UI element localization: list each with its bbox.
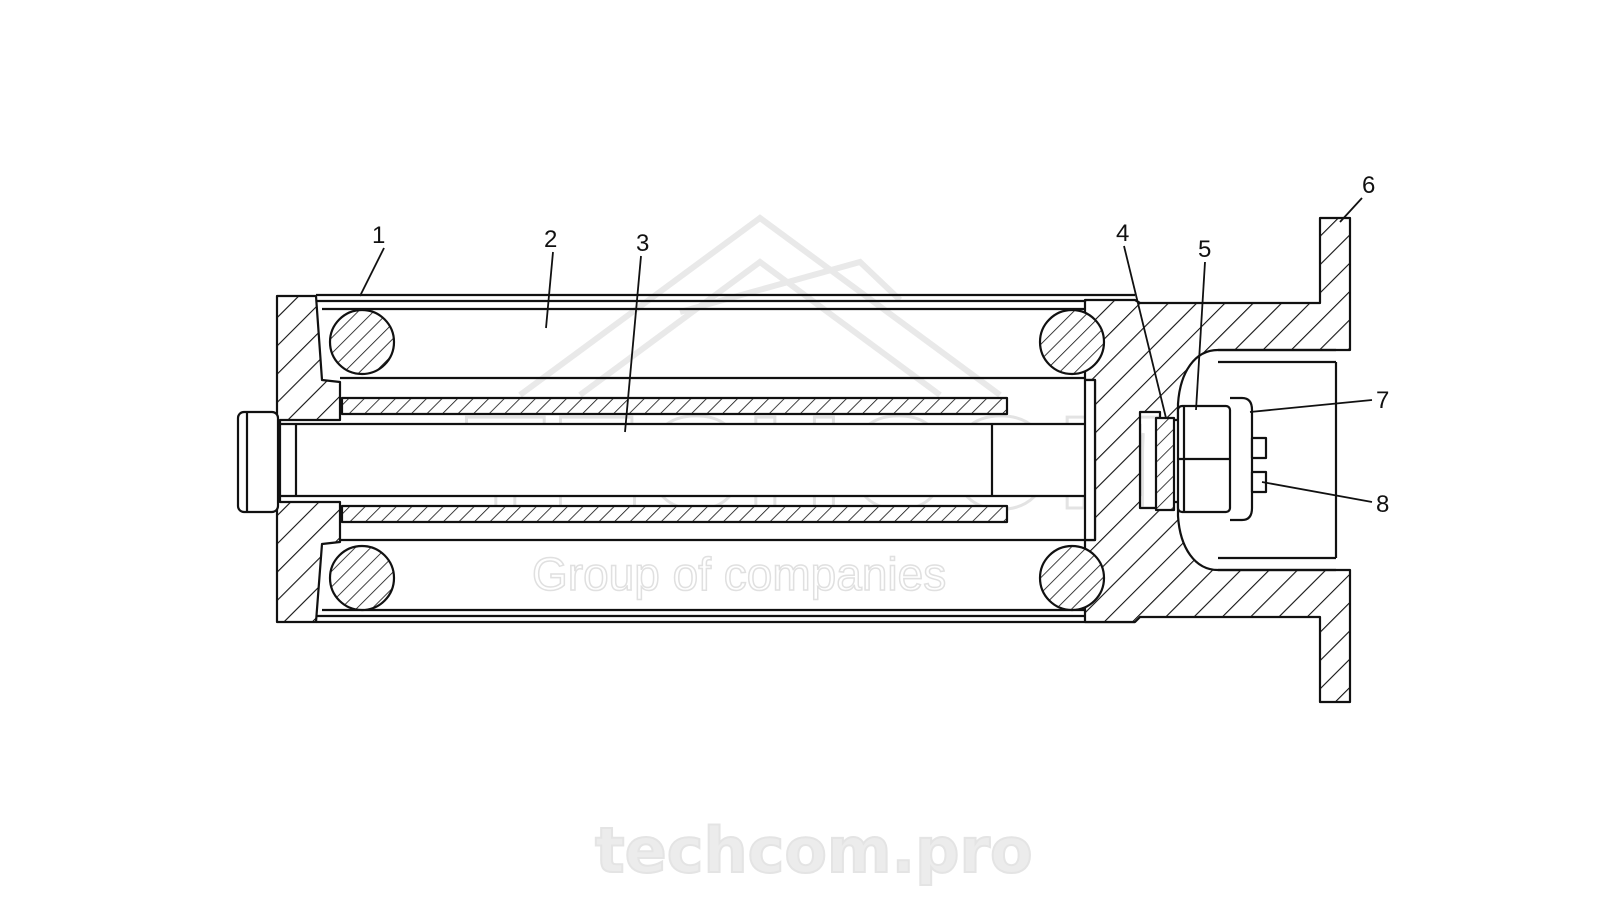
callout-6: 6 <box>1362 172 1375 199</box>
o-ring-bottom-left <box>328 544 396 612</box>
callout-labels: 1 2 3 4 5 6 7 8 <box>372 172 1389 518</box>
leader-8 <box>1261 481 1373 503</box>
watermark-logo-mark <box>518 214 1002 398</box>
nut <box>1176 404 1232 514</box>
drawing <box>236 216 1352 704</box>
left-stub <box>236 410 280 514</box>
washer <box>1154 416 1176 512</box>
leader-5 <box>1195 261 1206 411</box>
inner-chamber-lines <box>340 376 1085 542</box>
callout-1: 1 <box>372 222 385 249</box>
right-housing-bore <box>1083 378 1097 542</box>
o-ring-top-right <box>1038 308 1106 376</box>
leader-6 <box>1339 197 1363 223</box>
watermark-url: techcom.pro <box>595 814 1033 887</box>
callout-3: 3 <box>636 230 649 257</box>
callout-4: 4 <box>1116 220 1129 247</box>
leader-1 <box>359 247 385 297</box>
leader-2 <box>545 251 554 329</box>
o-ring-bottom-right <box>1038 544 1106 612</box>
leader-4 <box>1123 245 1167 419</box>
callout-7: 7 <box>1376 387 1389 414</box>
left-end-cap <box>275 294 342 624</box>
right-cavity <box>1218 348 1338 572</box>
rod-sleeve-bottom <box>340 504 1009 524</box>
rod <box>278 422 1142 498</box>
callout-8: 8 <box>1376 491 1389 518</box>
cotter-pin <box>1230 396 1254 522</box>
rod-sleeve-top <box>340 396 1009 416</box>
pin-tip-top <box>1250 436 1268 460</box>
outer-shell <box>316 293 1135 624</box>
watermark-tagline: Group of companies <box>532 548 946 600</box>
o-ring-seals <box>328 308 1106 612</box>
leader-7 <box>1249 399 1373 413</box>
leader-3 <box>624 255 642 433</box>
callout-2: 2 <box>544 226 557 253</box>
callout-5: 5 <box>1198 236 1211 263</box>
o-ring-top-left <box>328 308 396 376</box>
leader-lines <box>359 197 1373 503</box>
